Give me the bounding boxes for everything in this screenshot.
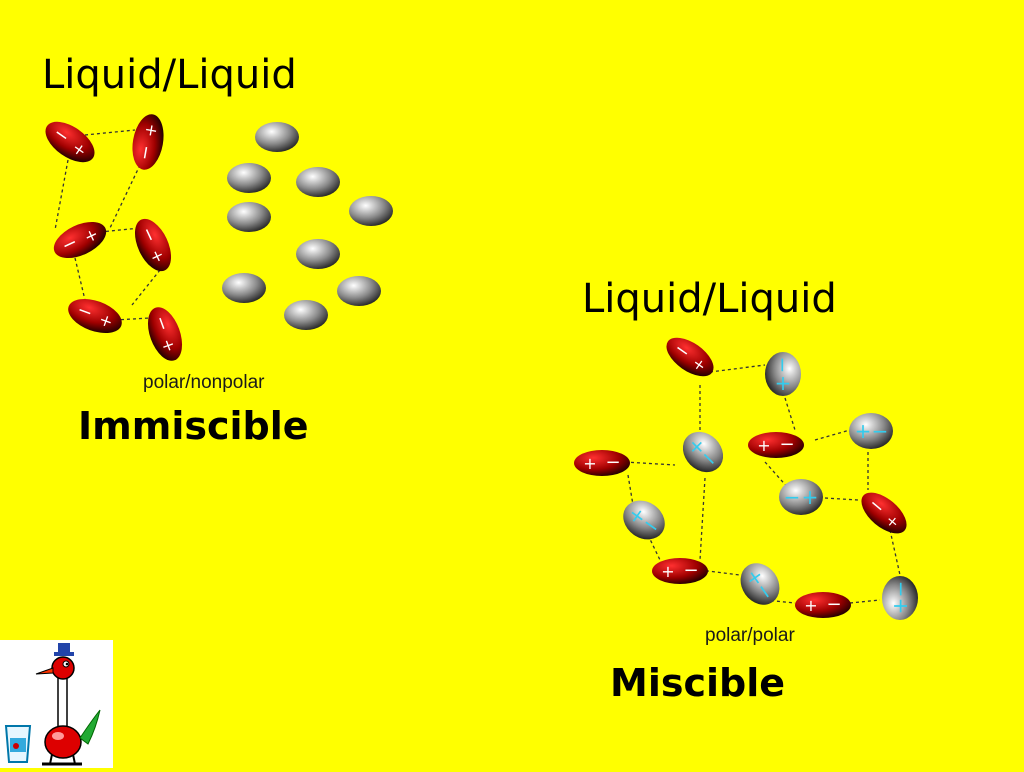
polar-molecule: − +	[147, 307, 183, 361]
svg-text:+: +	[157, 336, 179, 355]
polar-molecule: + −	[882, 576, 918, 620]
polar-molecule: − +	[45, 121, 95, 163]
polar-molecules-red: − + + − + − − + + − + −	[574, 337, 907, 618]
svg-text:+: +	[802, 485, 819, 509]
svg-text:−: −	[149, 313, 174, 334]
polar-molecule: − +	[132, 114, 164, 170]
nonpolar-molecule	[227, 163, 271, 193]
svg-text:+: +	[804, 596, 817, 615]
svg-text:−: −	[771, 357, 795, 374]
nonpolar-molecules	[222, 122, 393, 330]
svg-text:−: −	[605, 452, 620, 473]
polar-molecule: − +	[666, 337, 714, 377]
polar-molecules: − + − + − + − + − + − +	[45, 114, 183, 361]
svg-text:−: −	[683, 560, 698, 581]
nonpolar-molecule	[227, 202, 271, 232]
nonpolar-molecule	[296, 167, 340, 197]
svg-text:+: +	[97, 309, 116, 331]
svg-text:−: −	[888, 581, 912, 598]
nonpolar-molecule	[284, 300, 328, 330]
polar-molecule: − +	[134, 218, 172, 272]
svg-text:+: +	[757, 436, 770, 455]
polar-molecule: − +	[53, 221, 107, 259]
svg-text:−: −	[74, 299, 95, 324]
polar-molecule: − +	[779, 479, 823, 515]
miscible-label: Miscible	[610, 661, 786, 705]
polar-molecule: + −	[748, 432, 804, 458]
nonpolar-molecule	[337, 276, 381, 306]
svg-text:+: +	[775, 371, 792, 395]
dipole-attraction-lines	[624, 364, 901, 604]
polar-molecule: − +	[861, 492, 907, 534]
nonpolar-molecule	[222, 273, 266, 303]
polar-molecule: + −	[652, 558, 708, 584]
nonpolar-molecule	[349, 196, 393, 226]
nonpolar-molecule	[296, 239, 340, 269]
svg-text:−: −	[779, 434, 794, 455]
svg-text:−: −	[872, 419, 889, 443]
svg-text:−: −	[784, 485, 801, 509]
svg-text:−: −	[134, 143, 157, 162]
polar-molecule: + −	[740, 563, 780, 605]
left-caption: polar/nonpolar	[143, 372, 265, 393]
polar-molecule: + −	[623, 500, 665, 540]
dipole-attraction-lines	[54, 129, 161, 321]
navigation-mascot[interactable]	[0, 640, 113, 768]
polar-molecule: − +	[68, 298, 122, 334]
drinking-bird-icon	[4, 643, 101, 766]
svg-text:+: +	[140, 122, 161, 139]
polar-molecule: + −	[849, 413, 893, 449]
polar-molecule: + −	[682, 431, 724, 473]
svg-text:+: +	[855, 419, 872, 443]
immiscible-label: Immiscible	[78, 404, 309, 448]
svg-text:+: +	[661, 562, 674, 581]
polar-molecule: − +	[765, 352, 801, 396]
polar-molecule: + −	[795, 592, 851, 618]
right-heading: Liquid/Liquid	[582, 276, 837, 322]
right-caption: polar/polar	[705, 625, 795, 646]
polar-molecules-gray: − + + − + − − + + − + − +	[623, 352, 918, 620]
svg-text:+: +	[888, 598, 912, 615]
svg-text:−: −	[826, 594, 841, 615]
svg-text:+: +	[583, 454, 596, 473]
nonpolar-molecule	[255, 122, 299, 152]
left-heading: Liquid/Liquid	[42, 52, 297, 98]
polar-molecule: + −	[574, 450, 630, 476]
